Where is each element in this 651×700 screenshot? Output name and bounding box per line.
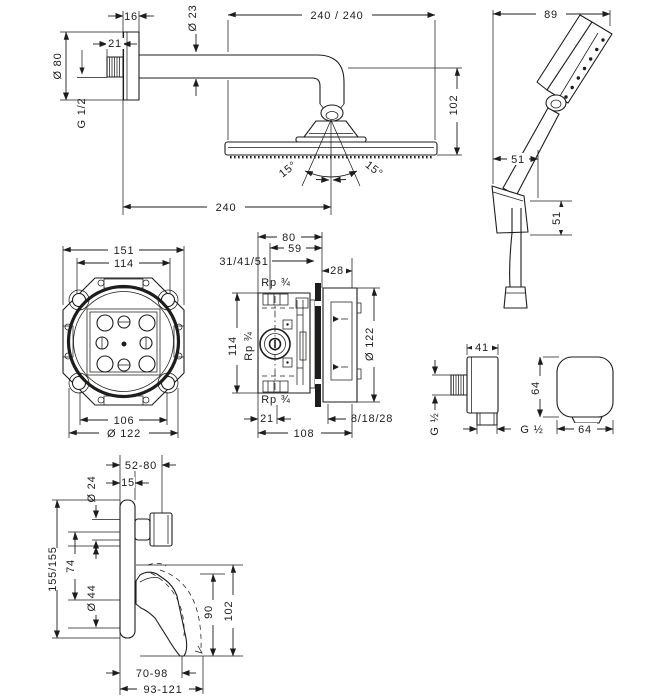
projection-max-label: 93-121 bbox=[143, 684, 182, 696]
outlet-foot bbox=[571, 416, 603, 424]
flange-width-label: 16 bbox=[124, 11, 138, 23]
thread-top-label: Rp ¾ bbox=[261, 277, 291, 289]
ibox-front-drawing: 151 114 106 Ø 122 bbox=[62, 244, 185, 440]
outlet-thread-bottom-label: G ½ bbox=[520, 424, 543, 436]
plate-height-label: 155/155 bbox=[47, 546, 59, 591]
bottom-port bbox=[262, 380, 289, 393]
arm-thread bbox=[106, 56, 124, 78]
cover-diameter-label: Ø 122 bbox=[364, 327, 376, 361]
spray-angle-right-label: 15° bbox=[363, 159, 385, 180]
ibox-lower-width-label: 106 bbox=[114, 415, 135, 427]
spray-angle-left-label: 15° bbox=[277, 159, 299, 180]
mixer-trim-drawing: 52-80 15 90 102 bbox=[47, 455, 243, 696]
handle-clearance-label: 102 bbox=[223, 601, 235, 622]
ball-joint bbox=[320, 104, 344, 122]
overhead-shower-drawing: 15° 15° 16 21 Ø 80 G 1/2 Ø 23 240 / 240 … bbox=[52, 4, 463, 215]
top-port bbox=[262, 293, 289, 306]
spout-connector bbox=[134, 512, 173, 547]
wall-outlet-drawing: 41 G ½ G ½ 64 bbox=[429, 342, 614, 436]
outlet-thread-side-label: G ½ bbox=[429, 412, 441, 435]
cartridge-column bbox=[295, 297, 309, 385]
arm-thread-size-label: G 1/2 bbox=[76, 98, 88, 129]
holder-offset-label: 51 bbox=[511, 154, 525, 166]
arm-diameter-label: Ø 23 bbox=[187, 4, 199, 31]
swivel-joint bbox=[545, 94, 567, 112]
total-depth-label: 108 bbox=[294, 428, 315, 440]
outlet-thread bbox=[450, 374, 468, 396]
handle-grip bbox=[502, 107, 560, 197]
outlet-height-label: 64 bbox=[530, 381, 542, 395]
hose-connector bbox=[503, 286, 528, 309]
handle-height-label: 90 bbox=[203, 605, 215, 619]
ibox-diameter-label: Ø 122 bbox=[107, 428, 141, 440]
spray-angle-arc bbox=[304, 170, 358, 178]
wall-flange bbox=[122, 31, 140, 101]
thread-mid-label: Rp ¾ bbox=[243, 331, 255, 361]
head-size-label: 240 / 240 bbox=[310, 10, 363, 22]
outlet-width-label: 41 bbox=[475, 342, 489, 354]
front-depth-label: 28 bbox=[330, 265, 344, 277]
section-offset-label: 21 bbox=[260, 413, 274, 425]
thread-length-label: 21 bbox=[108, 38, 122, 50]
handle-swing-ghost bbox=[147, 562, 167, 567]
hand-shower-drawing: 89 51 bbox=[491, 8, 613, 309]
hub-diameter-label: Ø 44 bbox=[86, 584, 98, 611]
holder-height-label: 51 bbox=[551, 211, 563, 225]
install-range-label: 52-80 bbox=[125, 460, 157, 472]
install-depth-options-label: 31/41/51 bbox=[219, 256, 268, 268]
ibox-bolt-spacing-label: 114 bbox=[114, 258, 134, 270]
mixer-handle bbox=[135, 571, 188, 657]
port-distance-label: 74 bbox=[65, 559, 77, 573]
plate-thickness-label: 15 bbox=[121, 477, 135, 489]
section-height-label: 114 bbox=[227, 336, 239, 356]
shower-arm bbox=[139, 54, 345, 111]
ibox-section-drawing: 80 59 31/41/51 28 Rp ¾ bbox=[219, 231, 393, 440]
ibox-overall-width-label: 151 bbox=[114, 245, 135, 257]
outlet-front-width-label: 64 bbox=[578, 424, 592, 436]
projection-min-label: 70-98 bbox=[136, 668, 168, 680]
protection-cover bbox=[322, 287, 362, 403]
spout-diameter-label: Ø 24 bbox=[86, 475, 98, 502]
handshower-width-label: 89 bbox=[544, 9, 558, 21]
head-height-label: 102 bbox=[448, 95, 460, 116]
outlet-nipple bbox=[476, 412, 498, 426]
function-block bbox=[86, 308, 161, 376]
outlet-body-front bbox=[556, 356, 614, 418]
flange-diameter-label: Ø 80 bbox=[52, 52, 64, 79]
escutcheon-plate bbox=[119, 499, 136, 639]
section-depth-label: 80 bbox=[282, 232, 296, 244]
shower-hose bbox=[503, 232, 528, 309]
thread-bottom-label: Rp ¾ bbox=[261, 394, 291, 406]
center-connection bbox=[259, 319, 293, 368]
section-inner-depth-label: 59 bbox=[288, 243, 302, 255]
hand-shower bbox=[502, 14, 613, 197]
shower-holder bbox=[491, 185, 529, 234]
seal-ring bbox=[66, 284, 181, 399]
arm-projection-label: 240 bbox=[216, 202, 237, 214]
cover-depth-options-label: 8/18/28 bbox=[351, 413, 393, 425]
spray-face-dots bbox=[564, 38, 605, 99]
mounting-plate bbox=[315, 283, 321, 407]
